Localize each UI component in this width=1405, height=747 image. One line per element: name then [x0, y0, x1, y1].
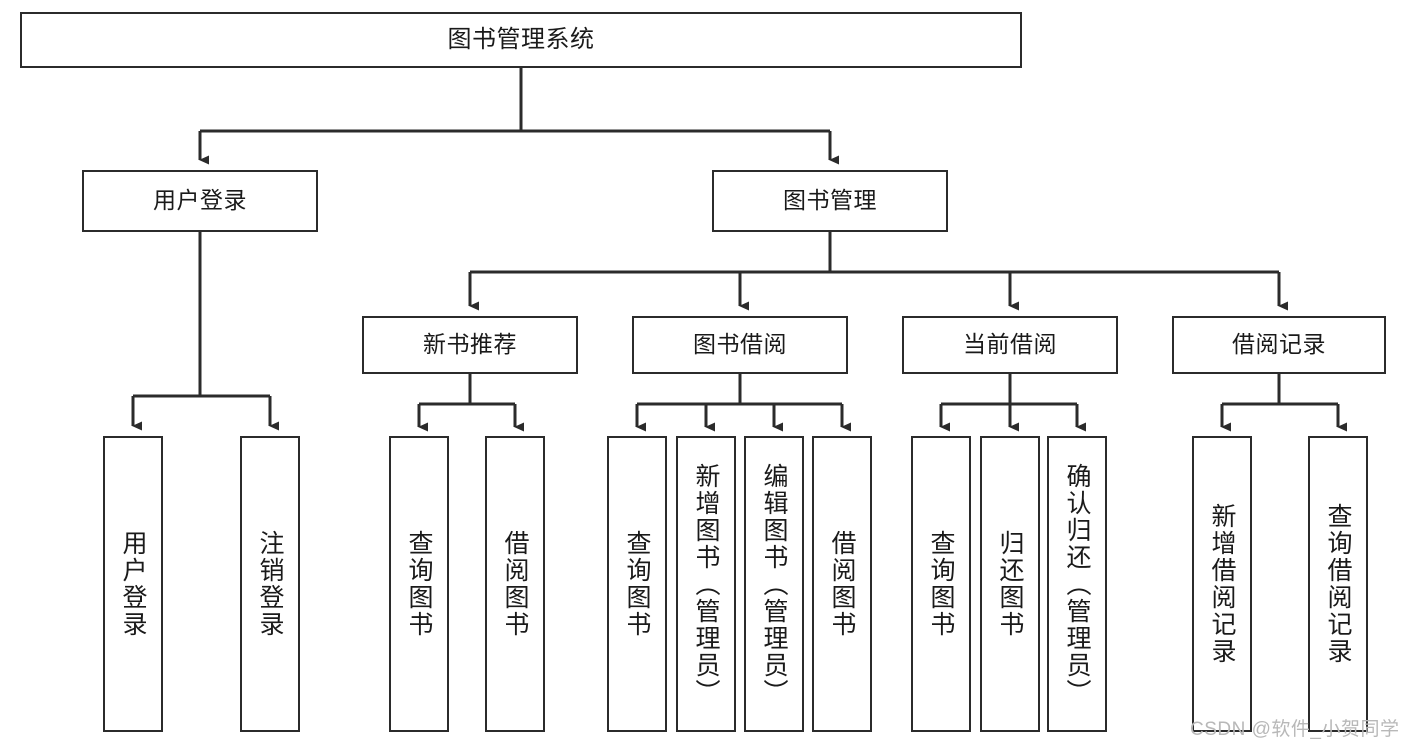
- node-label: 编辑图书（管理员）: [760, 462, 788, 706]
- node-label: 用户登录: [119, 530, 147, 638]
- leaf-logout-login[interactable]: 注销登录: [240, 436, 300, 732]
- node-label: 借阅图书: [828, 530, 856, 638]
- leaf-add-borrow-record[interactable]: 新增借阅记录: [1192, 436, 1252, 732]
- node-label: 归还图书: [996, 530, 1024, 638]
- node-label: 新增借阅记录: [1208, 503, 1236, 665]
- leaf-edit-book[interactable]: 编辑图书（管理员）: [744, 436, 804, 732]
- node-label: 用户登录: [153, 187, 247, 214]
- leaf-query-book-borrow[interactable]: 查询图书: [607, 436, 667, 732]
- node-label: 查询图书: [405, 530, 433, 638]
- node-label: 借阅记录: [1232, 331, 1326, 358]
- node-label: 图书借阅: [693, 331, 787, 358]
- node-borrow-record[interactable]: 借阅记录: [1172, 316, 1386, 374]
- leaf-query-book-current[interactable]: 查询图书: [911, 436, 971, 732]
- node-label: 借阅图书: [501, 530, 529, 638]
- node-user-login[interactable]: 用户登录: [82, 170, 318, 232]
- node-book-management[interactable]: 图书管理: [712, 170, 948, 232]
- node-label: 新书推荐: [423, 331, 517, 358]
- node-label: 查询图书: [927, 530, 955, 638]
- leaf-borrow-book-borrow[interactable]: 借阅图书: [812, 436, 872, 732]
- node-new-book-recommend[interactable]: 新书推荐: [362, 316, 578, 374]
- node-label: 查询借阅记录: [1324, 503, 1352, 665]
- leaf-query-borrow-record[interactable]: 查询借阅记录: [1308, 436, 1368, 732]
- node-label: 查询图书: [623, 530, 651, 638]
- node-label: 图书管理系统: [447, 25, 595, 53]
- node-current-borrow[interactable]: 当前借阅: [902, 316, 1118, 374]
- leaf-add-book[interactable]: 新增图书（管理员）: [676, 436, 736, 732]
- leaf-borrow-book-recommend[interactable]: 借阅图书: [485, 436, 545, 732]
- node-label: 当前借阅: [963, 331, 1057, 358]
- leaf-query-book-recommend[interactable]: 查询图书: [389, 436, 449, 732]
- node-book-borrow[interactable]: 图书借阅: [632, 316, 848, 374]
- leaf-return-book[interactable]: 归还图书: [980, 436, 1040, 732]
- node-root-system[interactable]: 图书管理系统: [20, 12, 1022, 68]
- csdn-watermark: CSDN @软件_小贺同学: [1190, 719, 1400, 740]
- leaf-confirm-return[interactable]: 确认归还（管理员）: [1047, 436, 1107, 732]
- node-label: 图书管理: [783, 187, 877, 214]
- node-label: 确认归还（管理员）: [1063, 462, 1091, 706]
- node-label: 新增图书（管理员）: [692, 462, 720, 706]
- leaf-user-login[interactable]: 用户登录: [103, 436, 163, 732]
- node-label: 注销登录: [256, 530, 284, 638]
